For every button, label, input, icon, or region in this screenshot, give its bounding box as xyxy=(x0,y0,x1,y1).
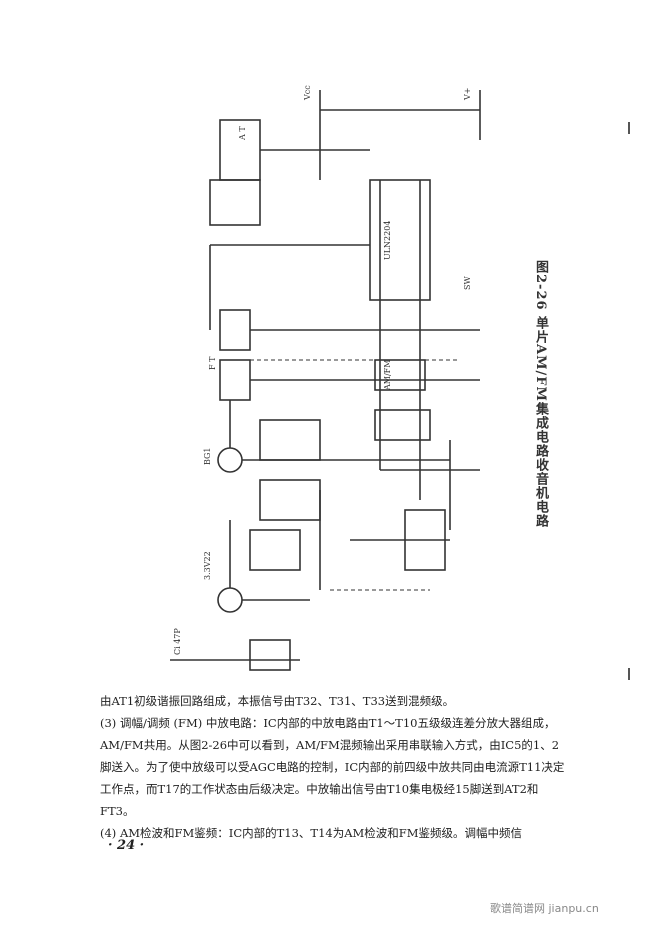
page-number: · 24 · xyxy=(108,838,145,853)
watermark: 歌谱简谱网 jianpu.cn xyxy=(490,902,599,915)
circuit-schematic: Vcc V+ ULN2204 A T F T BG1 SW Ci 47P 3.3… xyxy=(170,85,481,671)
label-sw: SW xyxy=(463,276,472,290)
paragraph: 由AT1初级谐振回路组成，本振信号由T32、T31、T33送到混频级。 xyxy=(100,694,455,708)
label-bg: BG1 xyxy=(203,447,212,465)
label-ft: F T xyxy=(208,356,217,370)
label-v-plus: V+ xyxy=(463,88,472,101)
label-at: A T xyxy=(238,126,247,141)
paragraph: (3) 调幅/调频 (FM) 中放电路：IC内部的中放电路由T1～T10五级级连… xyxy=(100,716,565,818)
label-vcc: Vcc xyxy=(303,85,312,101)
margin-mark xyxy=(628,122,630,134)
label-am-fm: AM/FM xyxy=(383,360,392,391)
label-r-vaz: 3.3V22 xyxy=(203,551,212,580)
paragraph: (4) AM检波和FM鉴频：IC内部的T13、T14为AM检波和FM鉴频级。调幅… xyxy=(100,826,523,840)
body-text: 由AT1初级谐振回路组成，本振信号由T32、T31、T33送到混频级。 (3) … xyxy=(100,690,570,844)
label-ci: Ci 47P xyxy=(173,628,182,655)
figure-caption: 图2-26 单片AM/FM集成电路收音机电路 xyxy=(533,260,548,528)
label-ic: ULN2204 xyxy=(383,221,392,260)
margin-mark xyxy=(628,668,630,680)
